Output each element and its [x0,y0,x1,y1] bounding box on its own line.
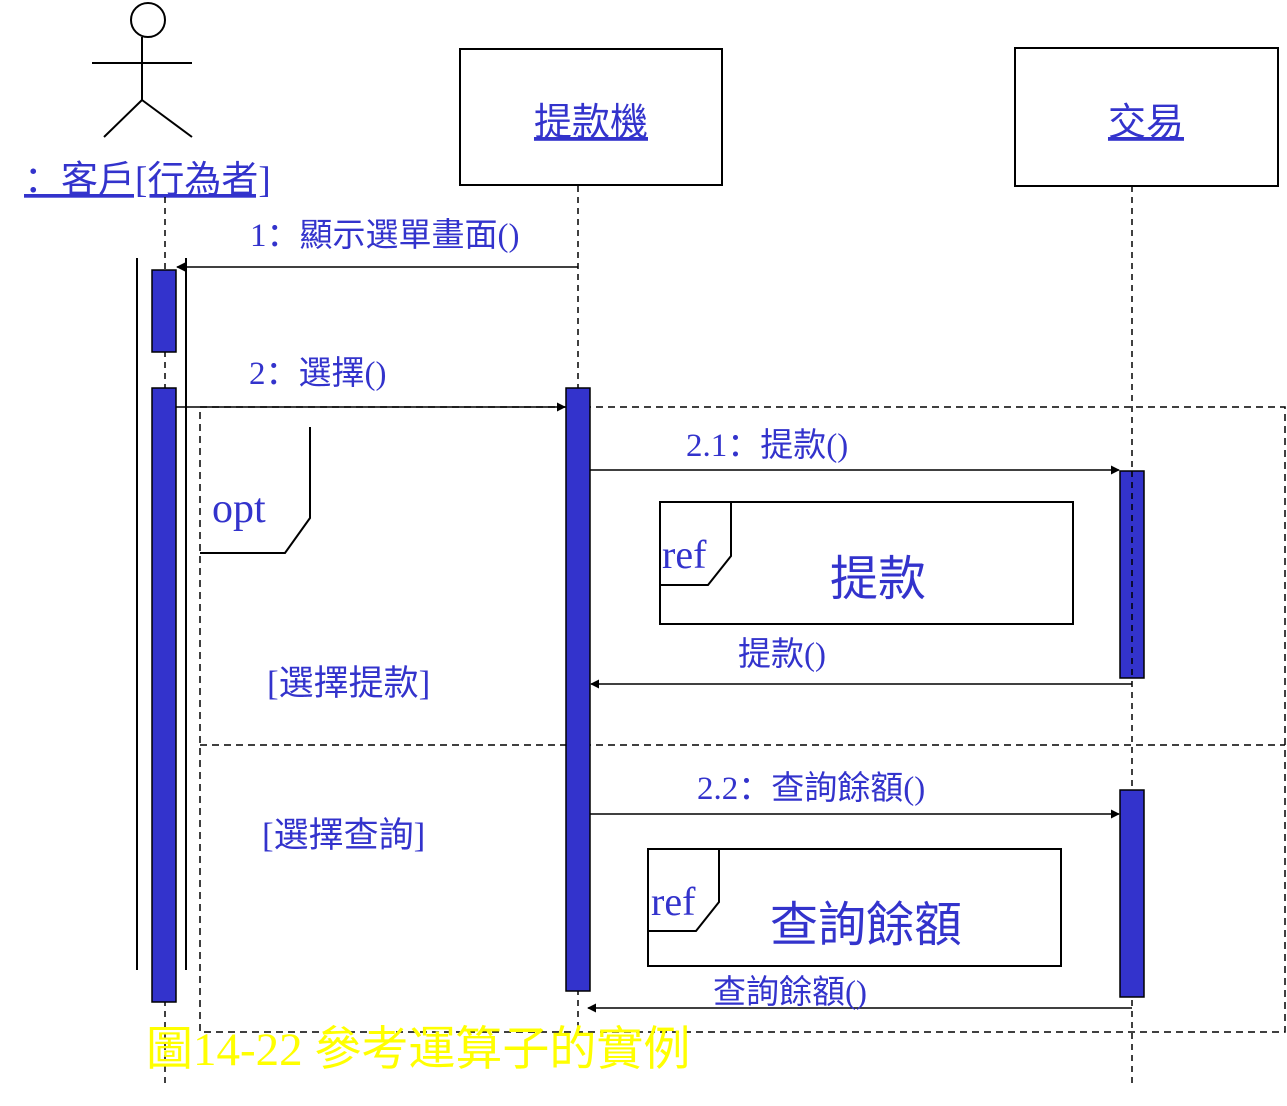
guard-withdraw: [選擇提款] [267,664,430,703]
return-query-label: 查詢餘額() [713,974,867,1011]
stick-figure-icon [92,2,193,138]
ref-withdraw-tag: ref [662,532,707,577]
ref-withdraw-frame [659,501,1074,625]
opt-operator-tab [200,427,311,554]
figure-caption: 圖14-22 參考運算子的實例 [146,1024,690,1076]
ref-query-tag: ref [651,879,696,924]
message-2-1-label: 2.1：提款() [686,427,848,464]
transaction-label: 交易 [1108,102,1184,144]
guard-query: [選擇查詢] [262,816,425,855]
transaction-box [1014,47,1279,187]
return-withdraw-label: 提款() [738,636,826,673]
message-2-2-label: 2.2：查詢餘額() [697,770,925,807]
ref-query-tab [648,849,720,932]
actor-activation-2 [151,387,177,1003]
ref-withdraw-tab [660,502,732,586]
ref-query-label: 查詢餘額 [770,899,962,952]
transaction-activation-2 [1119,789,1145,998]
ref-withdraw-label: 提款 [830,553,926,606]
actor-activation-1 [151,269,177,353]
opt-fragment [199,406,1286,1033]
message-2-label: 2：選擇() [249,355,386,392]
message-1-label: 1：顯示選單畫面() [250,217,519,254]
atm-activation [565,387,591,992]
ref-query-frame [647,848,1062,967]
opt-operator-label: opt [212,486,266,532]
atm-box [459,48,723,186]
actor-label: ：客戶[行為者] [24,159,271,201]
atm-label: 提款機 [534,102,648,144]
